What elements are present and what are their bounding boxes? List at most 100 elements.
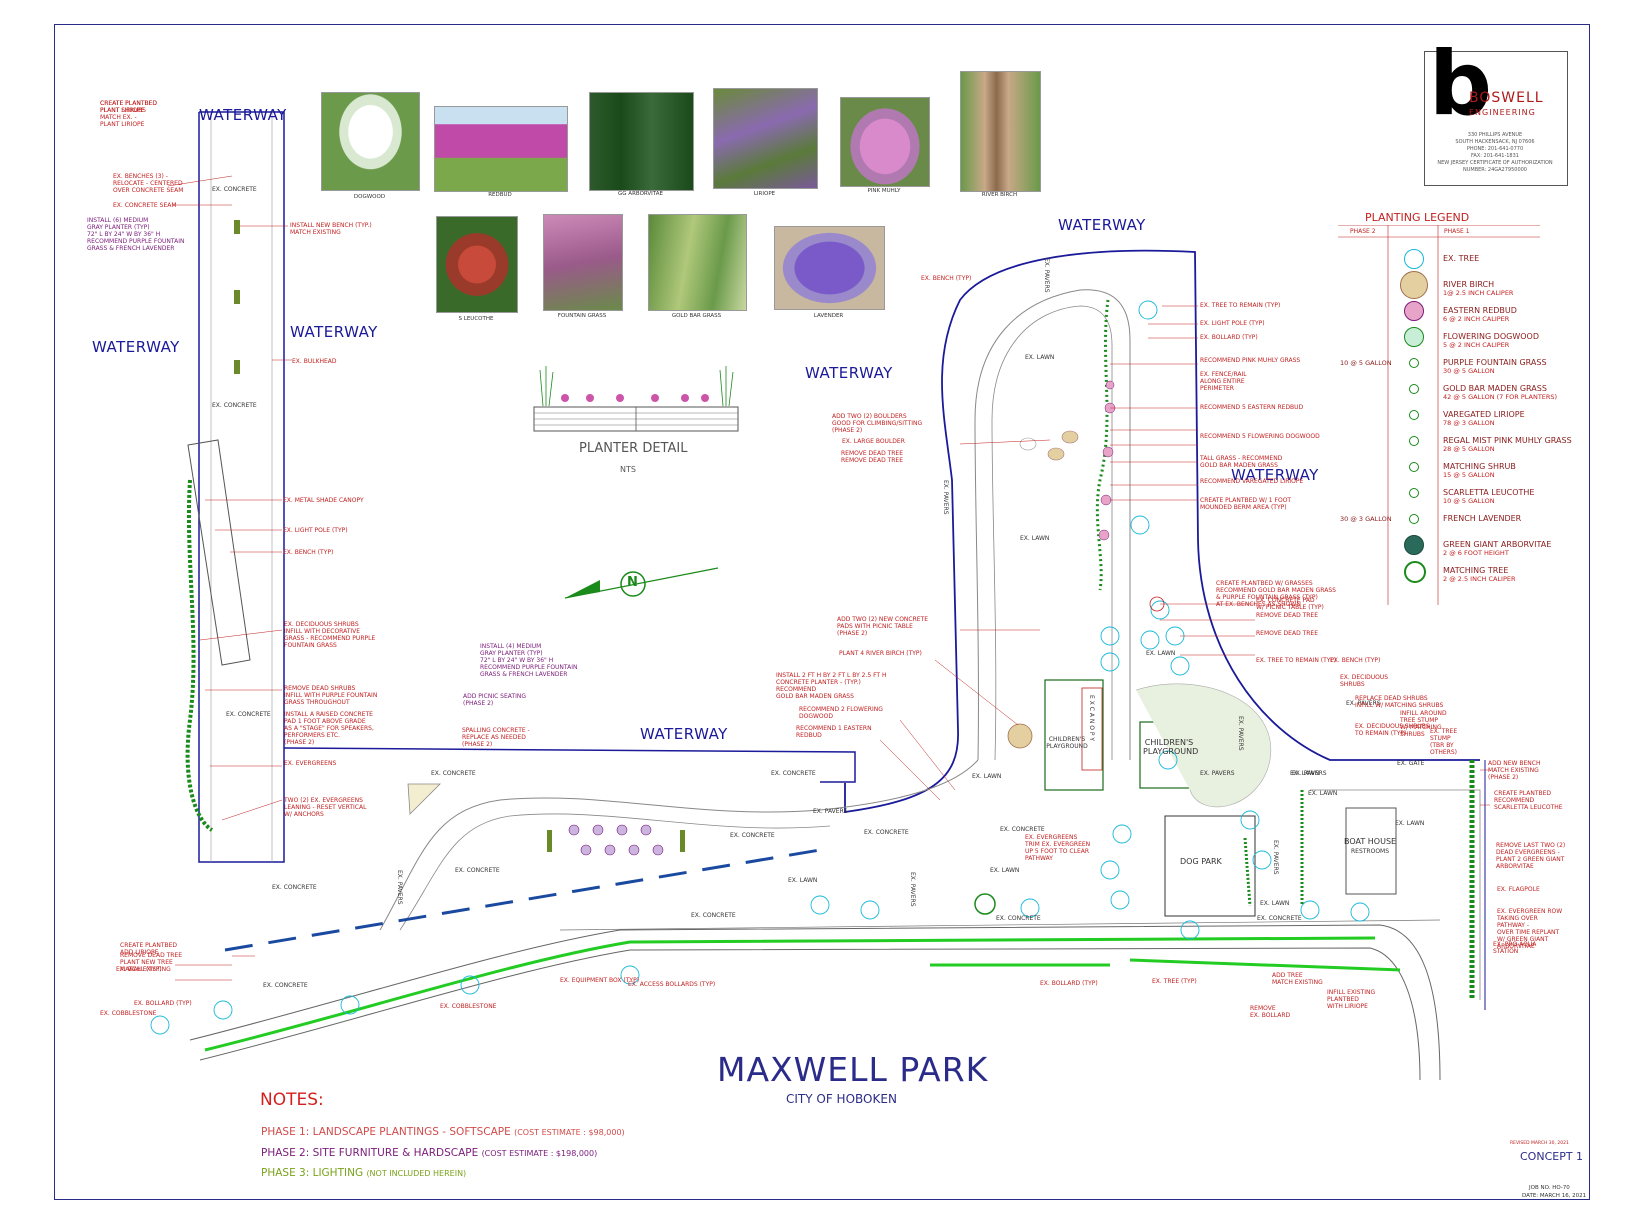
photo-liriope	[713, 88, 818, 189]
callout-note: EX. BENCH (TYP)	[1330, 657, 1381, 664]
legend-title: PLANTING LEGEND	[1365, 211, 1470, 224]
photo-dogwood	[321, 92, 420, 191]
photo-caption: GOLD BAR GRASS	[671, 313, 722, 319]
photo-leucothe	[436, 216, 518, 313]
revised-date: REVISED MARCH 30, 2021	[1510, 1141, 1569, 1146]
plan-label: EX. PAVERS	[1200, 770, 1235, 777]
callout-note: INSTALL 2 FT H BY 2 FT L BY 2.5 FT H CON…	[776, 672, 887, 700]
waterway-label: WATERWAY	[290, 323, 378, 341]
callout-note: EX. TREE STUMP (TBR BY OTHERS)	[1430, 728, 1458, 756]
callout-note: RECOMMEND VAREGATED LIRIOPE	[1200, 478, 1304, 485]
plan-subtitle: CITY OF HOBOKEN	[786, 1092, 897, 1106]
legend-row-name: PURPLE FOUNTAIN GRASS	[1443, 358, 1547, 367]
plan-label: EX. PAVERS	[909, 872, 916, 907]
legend-row-name: VAREGATED LIRIOPE	[1443, 410, 1525, 419]
callout-note: EX. FENCE/RAIL ALONG ENTIRE PERIMETER	[1200, 371, 1247, 392]
planter-callout: INSTALL (4) MEDIUM GRAY PLANTER (TYP) 72…	[480, 643, 578, 678]
legend-row-name: MATCHING SHRUB	[1443, 462, 1516, 471]
legend-row-name: RIVER BIRCH	[1443, 280, 1495, 289]
boathouse-lot	[1310, 789, 1481, 1000]
callout-note: EX. EQUIPMENT BOX (TYP)	[560, 977, 640, 984]
planter-callout: INSTALL (6) MEDIUM GRAY PLANTER (TYP) 72…	[87, 217, 185, 252]
legend-row-name: FLOWERING DOGWOOD	[1443, 332, 1539, 341]
plan-label: EX. LAWN	[1395, 820, 1425, 827]
plan-label: EX. CONCRETE	[212, 402, 257, 409]
callout-note: RECOMMEND 1 EASTERN REDBUD	[796, 725, 872, 739]
note-phase-3: PHASE 3: LIGHTING (NOT INCLUDED HEREIN)	[261, 1167, 466, 1179]
callout-note: EX. ACCESS BOLLARDS (TYP)	[628, 981, 716, 988]
plan-label: EX. CONCRETE	[263, 982, 308, 989]
concept-label: CONCEPT 1	[1520, 1150, 1584, 1163]
matching-tree-icon	[1404, 561, 1426, 583]
fountain-grass-icon	[1409, 358, 1419, 368]
plan-label: EX. CONCRETE	[455, 867, 500, 874]
plan-label: EX. PAVERS	[1237, 716, 1244, 751]
planter-detail-drawing	[533, 366, 739, 432]
plan-label: EX. LAWN	[990, 867, 1020, 874]
photo-redbud	[434, 106, 568, 192]
callout-note: REMOVE LAST TWO (2) DEAD EVERGREENS - PL…	[1496, 842, 1566, 870]
plan-label: EX. CONCRETE	[1257, 915, 1302, 922]
note-phase-2: PHASE 2: SITE FURNITURE & HARDSCAPE (COS…	[261, 1147, 597, 1159]
ex-tree-icon	[1404, 249, 1424, 269]
plan-title: MAXWELL PARK	[717, 1050, 989, 1089]
plan-label: EX. CONCRETE	[1000, 826, 1045, 833]
photo-gold-bar-grass	[648, 214, 747, 311]
walkway-loop	[974, 289, 1131, 761]
photo-caption: DOGWOOD	[353, 194, 386, 200]
leucothe-icon	[1409, 488, 1419, 498]
note-phase-2-text: PHASE 2: SITE FURNITURE & HARDSCAPE	[261, 1147, 479, 1159]
photo-caption: LIRIOPE	[753, 191, 776, 197]
plan-label: EX. CONCRETE	[864, 829, 909, 836]
callout-note: EX. LARGE BOULDER	[842, 438, 905, 445]
lavender-icon	[1409, 514, 1419, 524]
planter-detail-title: PLANTER DETAIL	[579, 441, 688, 456]
photo-pink-muhly	[840, 97, 930, 187]
legend-row-name: REGAL MIST PINK MUHLY GRASS	[1443, 436, 1572, 445]
callout-note: REPLACE DEAD SHRUBS INFILL W/ MATCHING S…	[1355, 695, 1444, 709]
childrens-playground-label: CHILDREN'S PLAYGROUND	[1046, 736, 1088, 750]
callout-note: RECOMMEND 5 FLOWERING DOGWOOD	[1200, 433, 1320, 440]
callout-note: REMOVE DEAD TREE PLANT NEW TREE MATCH EX…	[120, 952, 183, 973]
planting-strip-green	[204, 936, 1376, 1052]
waterway-edge-west	[198, 111, 285, 863]
callout-note: EX. LIGHT POLE (TYP)	[1200, 320, 1265, 327]
note-phase-1-cost: (COST ESTIMATE : $98,000)	[514, 1128, 625, 1137]
callout-note: SPALLING CONCRETE - REPLACE AS NEEDED (P…	[462, 727, 530, 748]
plan-label: EX. CONCRETE	[212, 186, 257, 193]
street-south	[189, 924, 1441, 1081]
photo-caption: LAVENDER	[813, 313, 844, 319]
callout-note: INFILL EXISTING PLANTBED WITH LIRIOPE	[1327, 989, 1376, 1010]
plan-label: EX. LAWN	[788, 877, 818, 884]
waterway-label: WATERWAY	[92, 338, 180, 356]
legend-row-detail: 42 @ 5 GALLON (7 FOR PLANTERS)	[1443, 393, 1558, 401]
callout-note: CREATE PLANTBED ADD LIRIOPE	[120, 942, 178, 956]
callout-note: EX. DECIDUOUS SHRUBS	[1340, 674, 1389, 688]
restrooms-label: RESTROOMS	[1351, 848, 1390, 855]
callout-note: TWO (2) EX. EVERGREENS LEANING - RESET V…	[284, 797, 367, 818]
waterway-label: WATERWAY	[805, 364, 893, 382]
planted-area-east	[1135, 683, 1272, 807]
callout-note: EX. COBBLESTONE	[100, 1010, 157, 1017]
childrens-playground-label: CHILDREN'S PLAYGROUND	[1143, 738, 1199, 756]
shrub-icon	[1409, 462, 1419, 472]
walkway-south-curve	[379, 759, 979, 931]
plan-label: EX. PAVERS	[396, 870, 403, 905]
legend-row-name: EX. TREE	[1443, 254, 1480, 263]
legend-row-detail: 2 @ 6 FOOT HEIGHT	[1443, 549, 1509, 557]
callout-note: EX. EVERGREEN ROW TAKING OVER PATHWAY - …	[1497, 908, 1563, 950]
callout-note: EX. BOLLARD (TYP)	[134, 1000, 192, 1007]
note-phase-3-cost: (NOT INCLUDED HEREIN)	[366, 1169, 467, 1178]
legend-row-name: EASTERN REDBUD	[1443, 306, 1517, 315]
west-planting-strip	[185, 479, 214, 832]
liriope-icon	[1409, 410, 1419, 420]
plan-label: EX. PAVERS	[813, 808, 848, 815]
callout-note: EX. EVERGREENS TRIM EX. EVERGREEN UP 5 F…	[1025, 834, 1091, 862]
callout-note: EX. DECIDUOUS SHRUBS INFILL WITH DECORAT…	[284, 621, 376, 649]
callout-note: EX. BENCH (TYP)	[283, 549, 334, 556]
legend-row-detail: 78 @ 3 GALLON	[1443, 419, 1495, 427]
